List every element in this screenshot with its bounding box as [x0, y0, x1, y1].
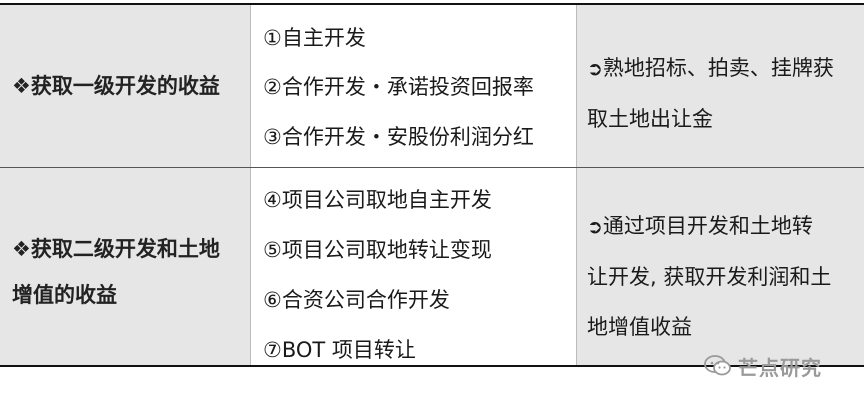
benefits-table: ❖获取一级开发的收益 ①自主开发 ②合作开发・承诺投资回报率 ③合作开发・安股份…	[0, 3, 864, 367]
desc-line: 地增值收益	[587, 315, 692, 339]
arrow-bullet-icon: ➲	[587, 216, 603, 238]
wechat-icon	[704, 355, 732, 377]
row-desc-cell: ➲通过项目开发和土地转 让开发, 获取开发利润和土 地增值收益	[577, 168, 864, 365]
list-item: ③合作开发・安股份利润分红	[263, 125, 534, 149]
desc-line: 熟地招标、拍卖、挂牌获	[602, 56, 834, 80]
list-item: ⑦BOT 项目转让	[263, 338, 416, 362]
row-items-cell: ①自主开发 ②合作开发・承诺投资回报率 ③合作开发・安股份利润分红	[250, 5, 577, 167]
row-heading-cell: ❖获取二级开发和土地 增值的收益	[0, 168, 250, 365]
row-items-cell: ④项目公司取地自主开发 ⑤项目公司取地转让变现 ⑥合资公司合作开发 ⑦BOT 项…	[250, 168, 577, 365]
arrow-bullet-icon: ➲	[587, 58, 603, 80]
desc-line: 让开发, 获取开发利润和土	[587, 265, 832, 289]
list-item: ④项目公司取地自主开发	[263, 188, 492, 212]
row-heading-text: 增值的收益	[12, 283, 117, 307]
diamond-bullet-icon: ❖	[12, 74, 31, 98]
row-heading: ❖获取二级开发和土地 增值的收益	[12, 226, 220, 318]
list-item: ①自主开发	[263, 26, 366, 50]
watermark-text: 芒点研究	[738, 355, 822, 380]
list-item: ⑤项目公司取地转让变现	[263, 238, 492, 262]
table-row: ❖获取一级开发的收益 ①自主开发 ②合作开发・承诺投资回报率 ③合作开发・安股份…	[0, 5, 864, 168]
row-heading-text: 获取二级开发和土地	[30, 237, 220, 261]
row-heading: ❖获取一级开发的收益	[12, 63, 220, 109]
desc-line: 通过项目开发和土地转	[602, 214, 813, 238]
watermark: 芒点研究	[704, 354, 822, 380]
row-heading-cell: ❖获取一级开发的收益	[0, 5, 250, 167]
diamond-bullet-icon: ❖	[12, 237, 31, 261]
list-item: ⑥合资公司合作开发	[263, 288, 450, 312]
table-row: ❖获取二级开发和土地 增值的收益 ④项目公司取地自主开发 ⑤项目公司取地转让变现…	[0, 168, 864, 365]
row-description: ➲通过项目开发和土地转 让开发, 获取开发利润和土 地增值收益	[587, 201, 857, 352]
row-heading-text: 获取一级开发的收益	[30, 74, 220, 98]
row-desc-cell: ➲熟地招标、拍卖、挂牌获 取土地出让金	[577, 5, 864, 167]
desc-line: 取土地出让金	[587, 107, 713, 131]
list-item: ②合作开发・承诺投资回报率	[263, 75, 534, 99]
row-description: ➲熟地招标、拍卖、挂牌获 取土地出让金	[587, 43, 857, 144]
